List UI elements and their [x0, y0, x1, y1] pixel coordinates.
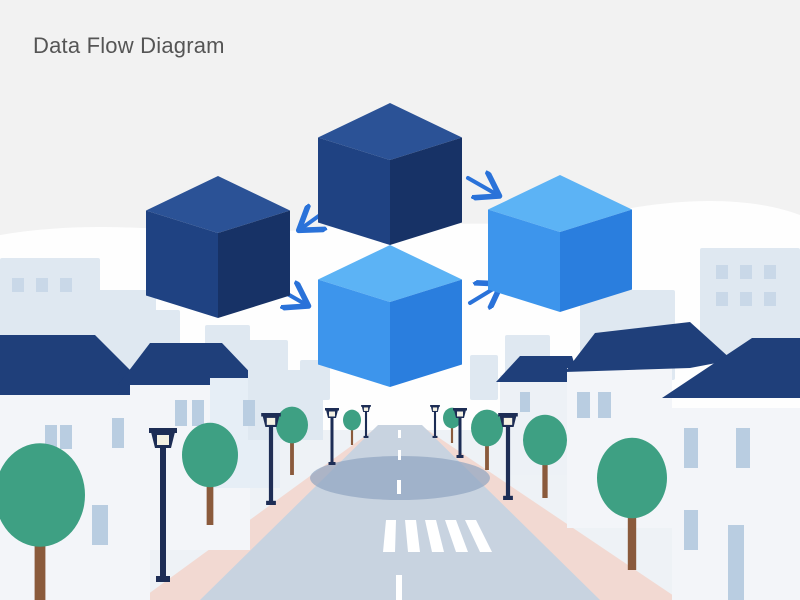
street-lamp — [261, 413, 281, 505]
flow-nodes — [146, 103, 632, 387]
road-shadow — [310, 456, 490, 500]
street-lamp — [149, 428, 177, 582]
street-lamps — [149, 405, 518, 582]
flow-node — [488, 175, 632, 312]
street-lamp — [430, 405, 440, 438]
street-lamp — [498, 413, 518, 500]
tree — [523, 414, 567, 498]
tree — [182, 422, 238, 525]
diagram-title: Data Flow Diagram — [33, 33, 225, 58]
road-center-line — [396, 430, 402, 600]
trees — [0, 406, 667, 600]
tree — [0, 443, 85, 600]
flow-node — [318, 245, 462, 387]
tree — [471, 409, 503, 470]
tree — [276, 406, 308, 475]
road — [200, 425, 600, 600]
flow-node — [146, 176, 290, 318]
house-windows-left — [45, 400, 255, 545]
crosswalk — [383, 520, 492, 552]
tree — [343, 409, 361, 445]
street-lamp — [453, 408, 467, 458]
flow-arrow — [466, 178, 496, 194]
street-lamp — [325, 408, 339, 465]
flow-node — [318, 103, 462, 245]
tree — [597, 437, 667, 570]
far-windows — [12, 265, 776, 306]
house-windows-right — [520, 392, 750, 600]
street-lamp — [361, 405, 371, 438]
